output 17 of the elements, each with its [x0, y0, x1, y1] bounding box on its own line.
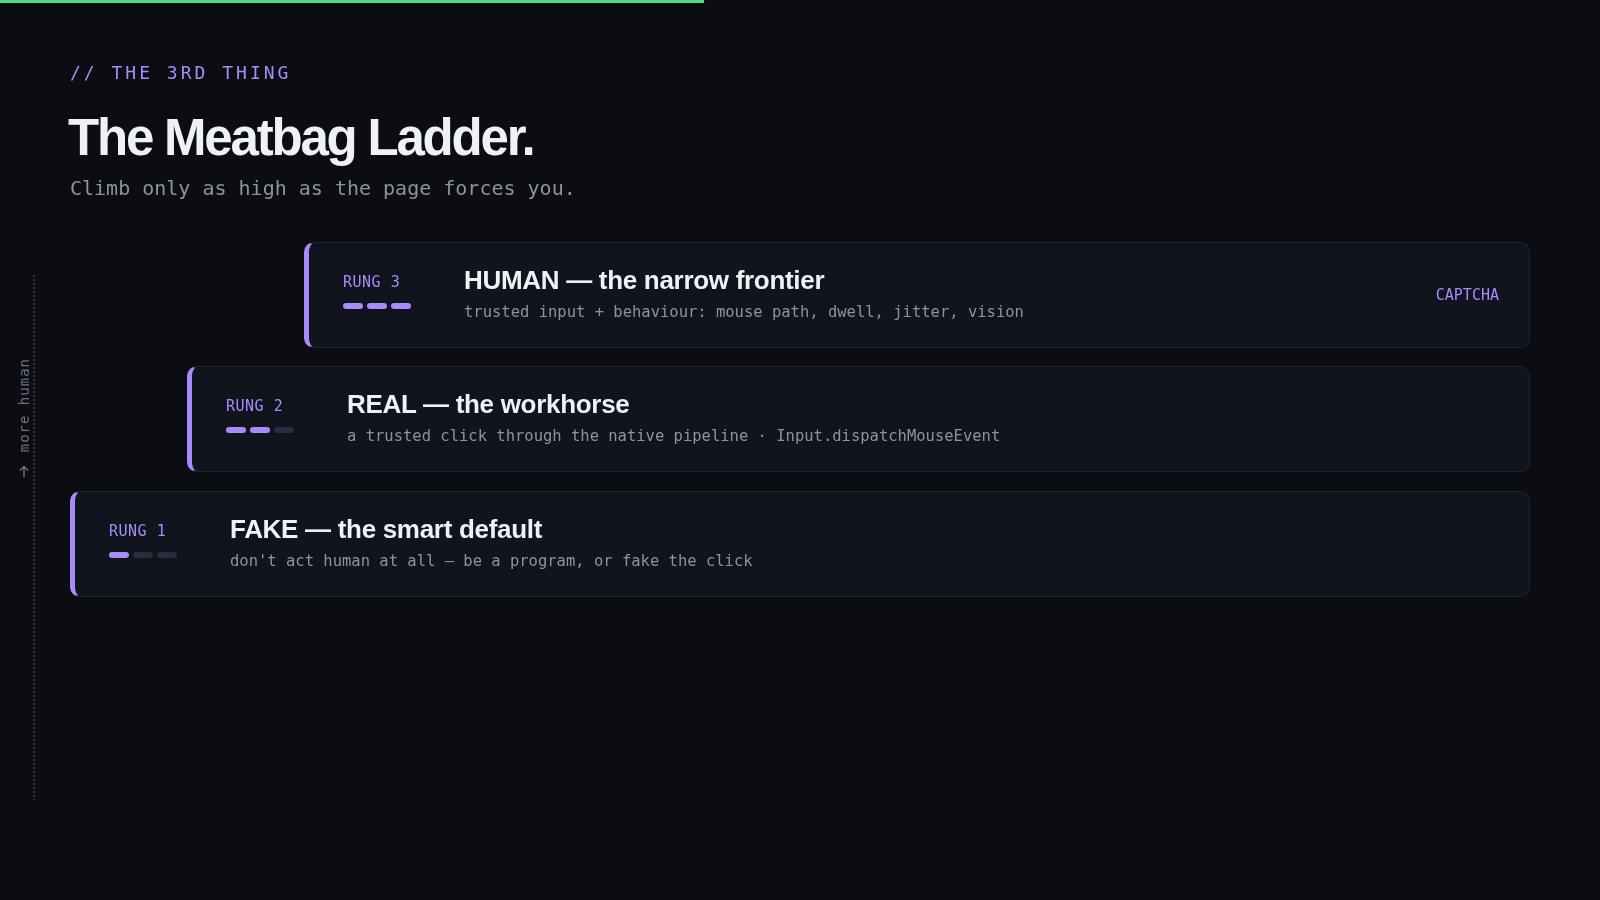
title-heading: The Meatbag Ladder. — [68, 108, 534, 168]
rung-heading: HUMAN — the narrow frontier — [464, 265, 825, 296]
rung-description: trusted input + behaviour: mouse path, dwell, jitter, vision — [464, 303, 1024, 321]
direction-label: more human — [16, 358, 32, 453]
rung-heading: FAKE — the smart default — [230, 514, 543, 545]
rung-heading: REAL — the workhorse — [347, 389, 630, 420]
rung-card — [304, 242, 1530, 348]
rung-label: RUNG 2 — [226, 397, 284, 415]
rung-label: RUNG 3 — [343, 273, 401, 291]
rung-card — [187, 366, 1530, 472]
rung-label: RUNG 1 — [109, 522, 167, 540]
rung-card — [70, 491, 1530, 597]
rung-description: don't act human at all — be a program, or fake the click — [230, 552, 753, 570]
kicker-text: // THE 3RD THING — [70, 62, 292, 83]
rung-description: a trusted click through the native pipeline · Input.dispatchMouseEvent — [347, 427, 1001, 445]
subtitle-text: Climb only as high as the page forces you. — [70, 176, 576, 200]
example-label: CAPTCHA — [1435, 286, 1499, 304]
